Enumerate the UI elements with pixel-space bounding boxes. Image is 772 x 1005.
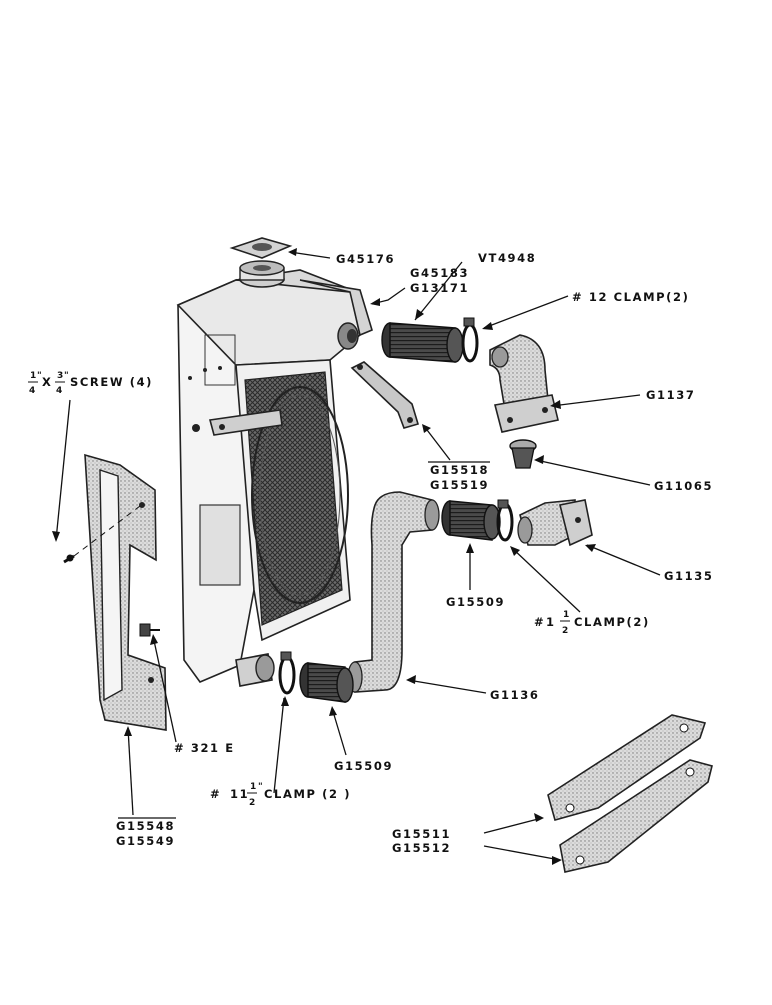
label-bolt: # 321 E	[174, 741, 235, 755]
side-shroud	[84, 453, 167, 731]
label-hose-lower: G15509	[334, 759, 393, 773]
svg-text:3: 3	[57, 371, 63, 381]
svg-text:1: 1	[30, 371, 36, 381]
svg-text:1: 1	[546, 615, 556, 629]
middle-clamp	[496, 499, 514, 542]
svg-text:CLAMP (2 ): CLAMP (2 )	[264, 787, 351, 801]
lower-clamp	[278, 651, 296, 695]
svg-text:#: #	[534, 615, 545, 629]
radiator-brace	[350, 361, 419, 429]
label-brace-b: G15519	[430, 478, 489, 492]
screw	[63, 554, 75, 564]
mounting-bar-lower	[559, 759, 713, 873]
upper-clamp	[461, 317, 479, 363]
label-tank-b: G13171	[410, 281, 469, 295]
svg-text:1: 1	[563, 610, 569, 620]
svg-text:#: #	[210, 787, 221, 801]
label-hose-upper: VT4948	[478, 251, 536, 265]
svg-text:CLAMP(2): CLAMP(2)	[574, 615, 650, 629]
label-bar-b: G15512	[392, 841, 451, 855]
leader-lines	[55, 251, 661, 861]
mounting-bar-upper	[547, 714, 707, 821]
label-tank-a: G45183	[410, 266, 469, 280]
radiator-body	[176, 260, 373, 687]
svg-text:1: 1	[250, 782, 256, 792]
svg-text:4: 4	[29, 386, 35, 396]
upper-hose	[381, 322, 464, 363]
svg-text:": "	[37, 371, 42, 381]
label-shroud-a: G15548	[116, 819, 175, 833]
bolt	[139, 623, 160, 637]
label-thermostat: G11065	[654, 479, 713, 493]
arrowheads	[52, 248, 596, 865]
svg-text:": "	[258, 782, 263, 792]
svg-text:11: 11	[230, 787, 249, 801]
lower-pipe	[347, 491, 440, 693]
svg-text:2: 2	[562, 626, 568, 636]
label-inlet-elbow: G1135	[664, 569, 713, 583]
label-screw: 1 4 " X 3 4 " SCREW (4)	[28, 371, 153, 396]
outlet-elbow	[489, 334, 559, 433]
svg-text:X: X	[42, 375, 52, 389]
svg-text:2: 2	[249, 798, 255, 808]
label-clamp-mid: # 1 1 2 CLAMP(2)	[534, 610, 650, 636]
label-hose-mid: G15509	[446, 595, 505, 609]
label-brace-a: G15518	[430, 463, 489, 477]
label-clamp-lower: # 11 1 2 " CLAMP (2 )	[210, 782, 351, 808]
label-shroud-b: G15549	[116, 834, 175, 848]
label-cap: G45176	[336, 252, 395, 266]
svg-text:SCREW (4): SCREW (4)	[70, 375, 153, 389]
middle-hose	[441, 500, 501, 541]
radiator-cap	[229, 237, 293, 259]
label-bar-a: G15511	[392, 827, 451, 841]
svg-text:": "	[64, 371, 69, 381]
thermostat	[509, 439, 537, 469]
label-outlet-elbow: G1137	[646, 388, 695, 402]
inlet-elbow	[517, 499, 593, 547]
label-clamp-upper: # 12 CLAMP(2)	[572, 290, 690, 304]
lower-hose	[299, 662, 354, 703]
label-lower-pipe: G1136	[490, 688, 539, 702]
svg-text:4: 4	[56, 386, 62, 396]
